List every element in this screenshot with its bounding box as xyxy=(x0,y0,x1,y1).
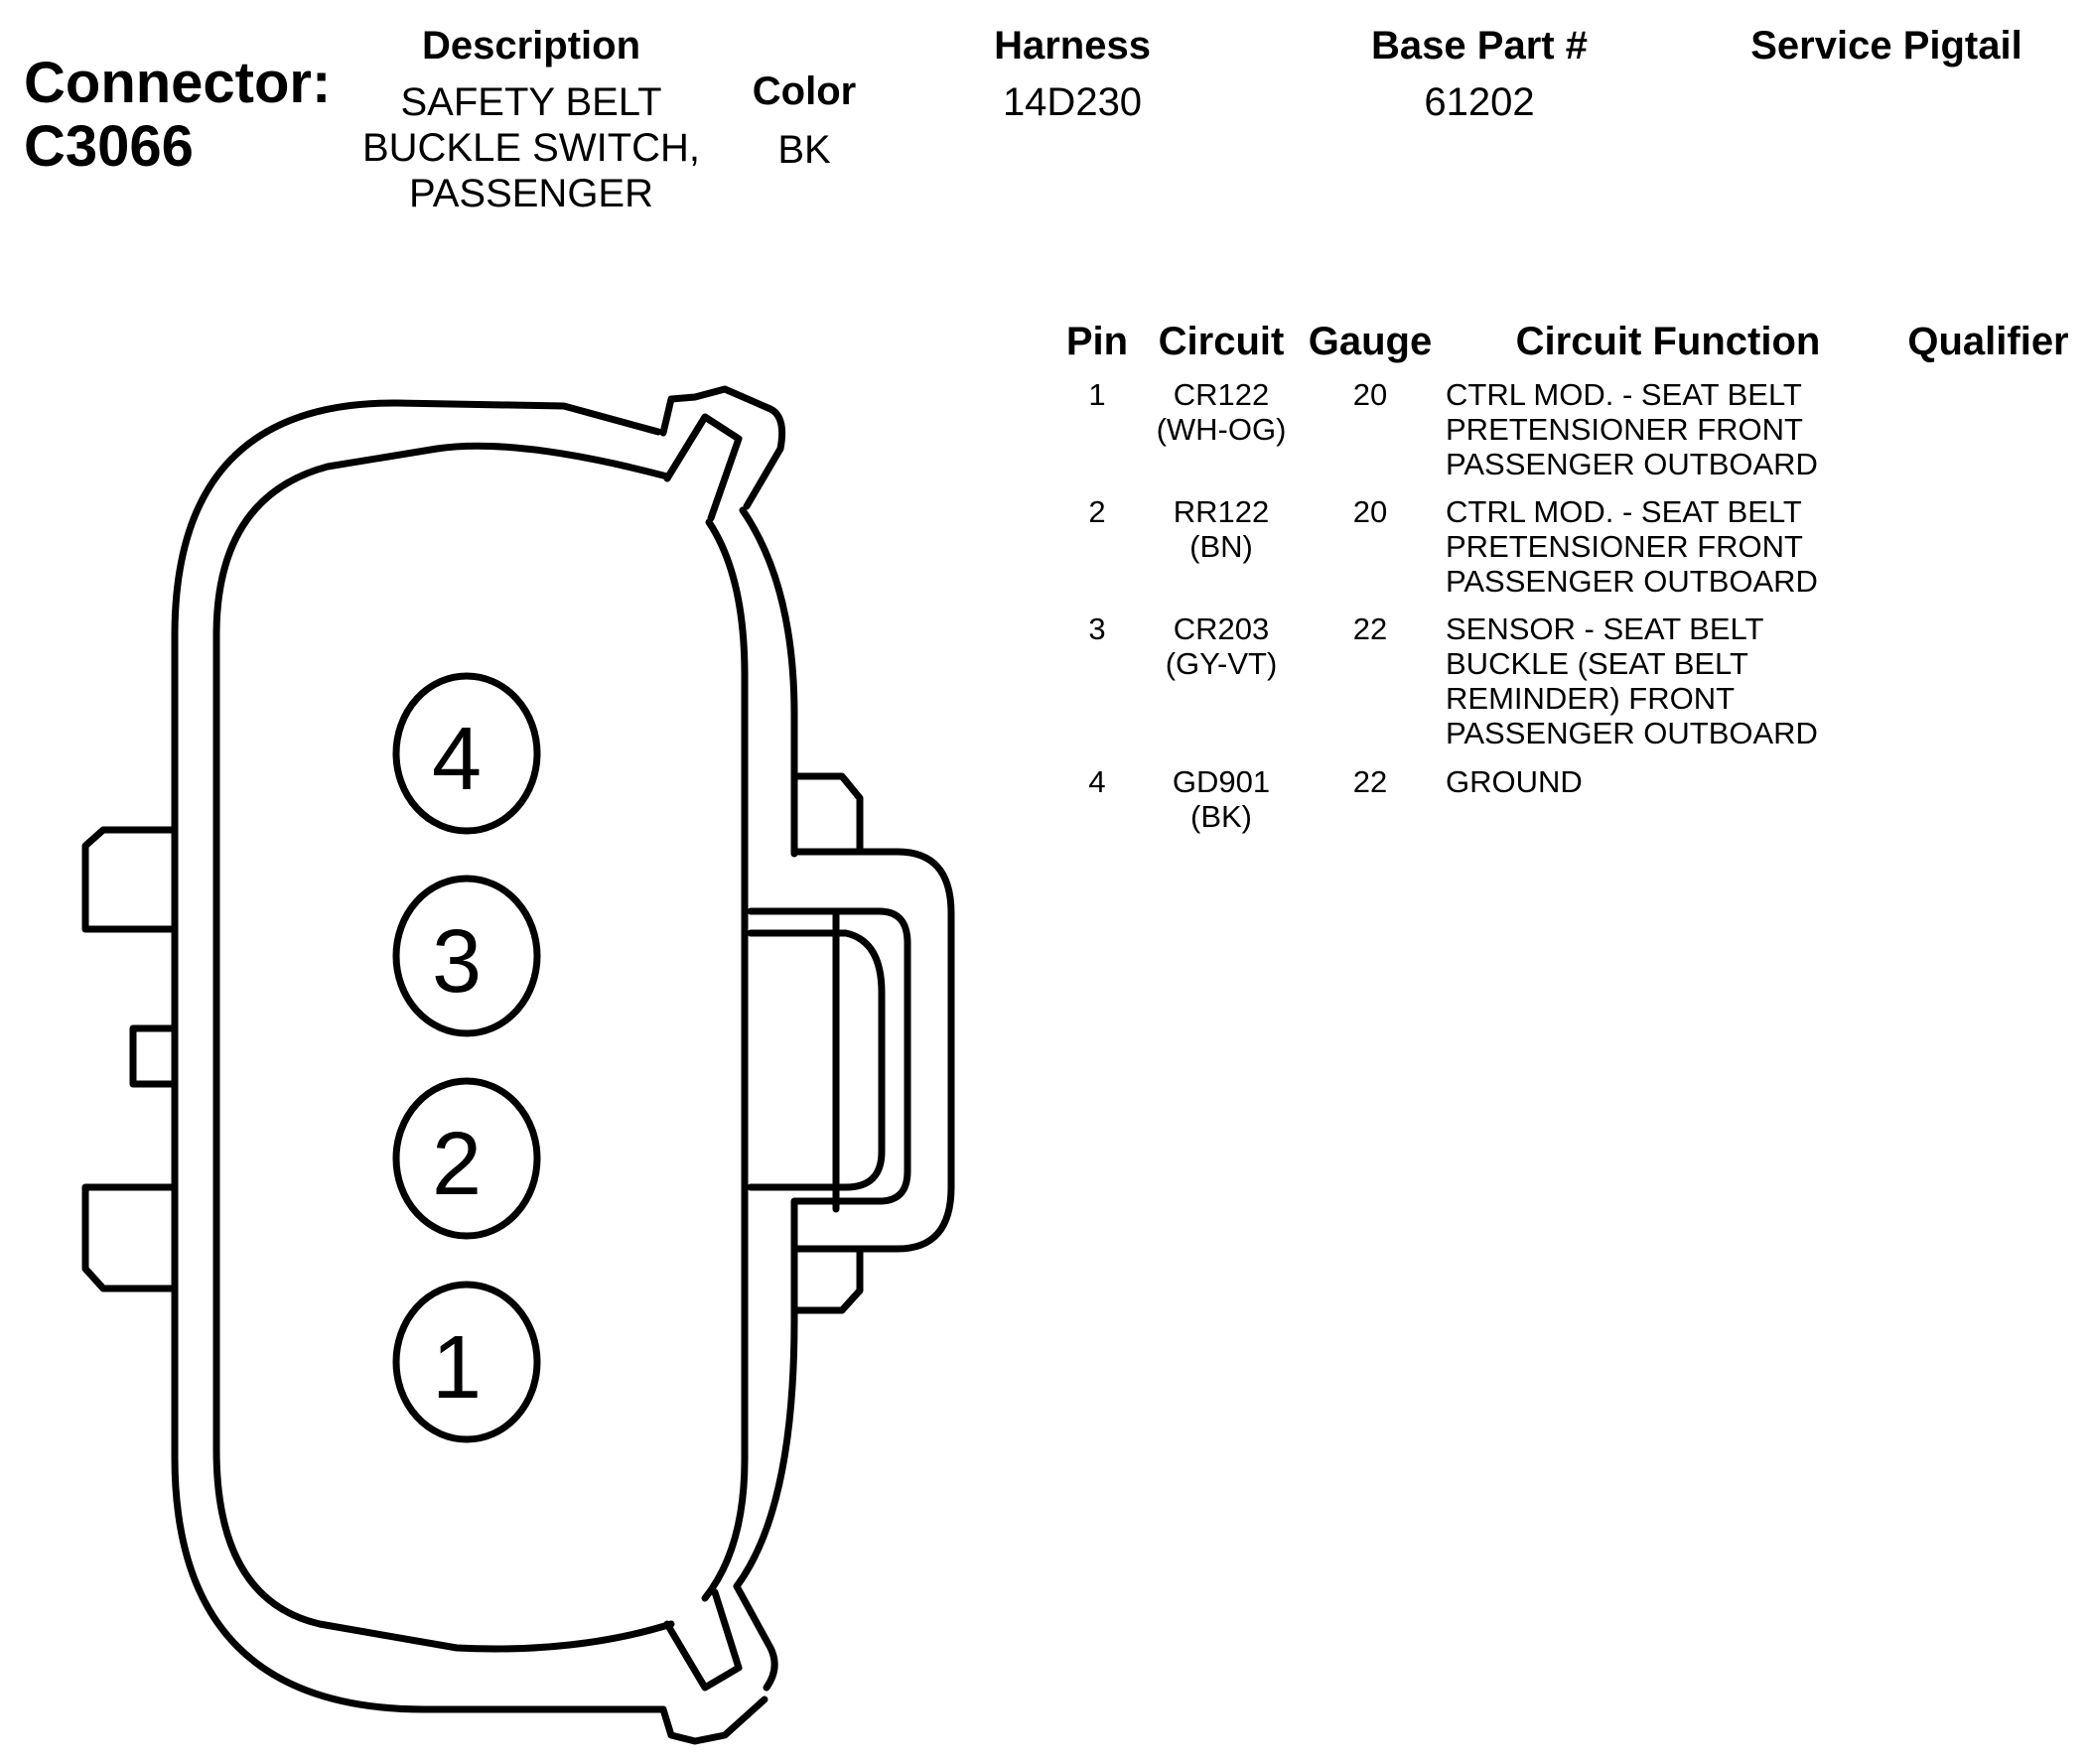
circuit-column-header: Circuit xyxy=(1158,320,1285,363)
color-header: Color xyxy=(752,69,857,113)
function-line: SENSOR - SEAT BELT xyxy=(1446,611,1764,646)
circuit-code: CR203 xyxy=(1173,611,1270,646)
function-line: PRETENSIONER FRONT xyxy=(1446,529,1803,564)
pin-label-4: 4 xyxy=(432,710,482,809)
description-value: SAFETY BELT BUCKLE SWITCH, PASSENGER xyxy=(333,79,730,216)
circuit-code: CR122 xyxy=(1173,377,1270,412)
pin-label-1: 1 xyxy=(432,1318,482,1418)
function-line: CTRL MOD. - SEAT BELT xyxy=(1446,377,1802,412)
base-part-header: Base Part # xyxy=(1371,24,1588,68)
pin-number: 3 xyxy=(1088,611,1106,646)
left-tab-upper xyxy=(81,826,179,933)
wire-color: (BN) xyxy=(1189,529,1253,564)
wire-color: (WH-OG) xyxy=(1156,412,1287,447)
gauge-column-header: Gauge xyxy=(1308,320,1433,363)
right-lock-bracket xyxy=(790,772,955,1314)
pin-cavities: 4 3 2 1 xyxy=(392,672,541,1443)
circuit-cell: CR203 (GY-VT) xyxy=(1142,611,1301,681)
left-tab-lower xyxy=(81,1183,179,1292)
function-line: REMINDER) FRONT xyxy=(1446,681,1736,716)
pin-number: 4 xyxy=(1088,764,1106,799)
housing-outer-right xyxy=(733,506,798,1590)
circuit-cell: GD901 (BK) xyxy=(1142,764,1301,834)
bottom-latch xyxy=(659,1582,778,1745)
pin-cavity-3: 3 xyxy=(392,875,541,1037)
circuit-cell: CR122 (WH-OG) xyxy=(1142,377,1301,447)
function-cell: SENSOR - SEAT BELT BUCKLE (SEAT BELT REM… xyxy=(1446,611,1882,750)
connector-title: Connector: C3066 xyxy=(24,52,331,179)
pin-circle-4 xyxy=(392,672,541,835)
pin-circle-3 xyxy=(392,875,541,1037)
description-line: PASSENGER xyxy=(409,172,653,215)
gauge-cell: 20 xyxy=(1352,494,1388,529)
function-cell: CTRL MOD. - SEAT BELT PRETENSIONER FRONT… xyxy=(1446,494,1882,599)
function-line: PRETENSIONER FRONT xyxy=(1446,412,1803,447)
connector-id: C3066 xyxy=(24,114,194,179)
service-pigtail-header: Service Pigtail xyxy=(1750,24,2022,68)
circuit-cell: RR122 (BN) xyxy=(1142,494,1301,564)
pin-number: 1 xyxy=(1088,377,1106,412)
function-line: PASSENGER OUTBOARD xyxy=(1446,447,1818,481)
color-value: BK xyxy=(777,128,831,172)
left-tab-middle xyxy=(129,1024,179,1088)
pin-cavity-4: 4 xyxy=(392,672,541,835)
housing-outer-outline xyxy=(171,399,667,1713)
gauge-cell: 22 xyxy=(1352,764,1388,799)
housing-inner-outline xyxy=(212,442,749,1653)
circuit-code: GD901 xyxy=(1172,764,1271,799)
qualifier-column-header: Qualifier xyxy=(1907,320,2069,363)
function-line: CTRL MOD. - SEAT BELT xyxy=(1446,494,1802,529)
harness-header: Harness xyxy=(994,24,1151,68)
gauge-cell: 22 xyxy=(1352,611,1388,646)
right-lock-inner xyxy=(747,907,911,1211)
circuit-function-column-header: Circuit Function xyxy=(1515,320,1821,363)
wire-color: (BK) xyxy=(1190,799,1252,834)
pin-label-3: 3 xyxy=(432,912,482,1012)
function-cell: GROUND xyxy=(1446,764,1882,799)
pin-label-2: 2 xyxy=(432,1115,482,1214)
pin-column-header: Pin xyxy=(1065,320,1129,363)
pin-circle-2 xyxy=(392,1077,541,1240)
pin-cavity-1: 1 xyxy=(392,1281,541,1443)
circuit-code: RR122 xyxy=(1173,494,1270,529)
description-line: SAFETY BELT xyxy=(400,80,662,124)
function-line: BUCKLE (SEAT BELT xyxy=(1446,646,1748,681)
function-line: GROUND xyxy=(1446,764,1583,799)
harness-value: 14D230 xyxy=(1002,80,1143,124)
function-cell: CTRL MOD. - SEAT BELT PRETENSIONER FRONT… xyxy=(1446,377,1882,481)
description-line: BUCKLE SWITCH, xyxy=(361,126,701,170)
pin-number: 2 xyxy=(1088,494,1106,529)
pin-circle-1 xyxy=(392,1281,541,1443)
wire-color: (GY-VT) xyxy=(1165,646,1278,681)
gauge-cell: 20 xyxy=(1352,377,1388,412)
description-header: Description xyxy=(421,24,641,68)
pin-cavity-2: 2 xyxy=(392,1077,541,1240)
function-line: PASSENGER OUTBOARD xyxy=(1446,716,1818,750)
function-line: PASSENGER OUTBOARD xyxy=(1446,564,1818,599)
top-latch xyxy=(659,385,786,522)
connector-label: Connector: xyxy=(24,51,332,115)
base-part-value: 61202 xyxy=(1424,80,1535,124)
